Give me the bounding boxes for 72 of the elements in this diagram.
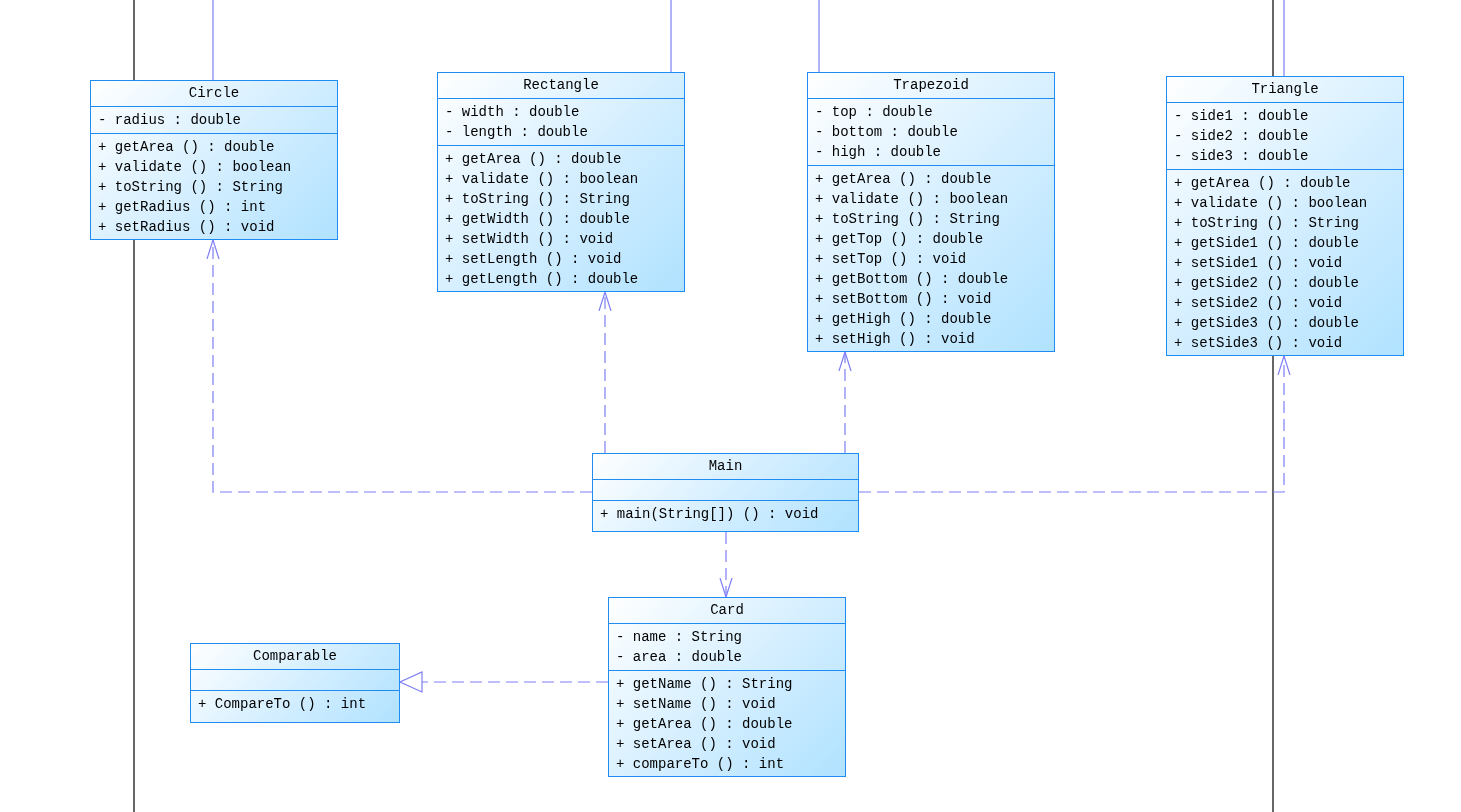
method-text: + setHigh () : void (814, 330, 976, 349)
method-text: + setBottom () : void (814, 290, 993, 309)
class-name: Main (593, 454, 858, 480)
method-text: + toString () : String (97, 178, 284, 197)
method-text: + setSide2 () : void (1173, 294, 1344, 313)
method-text: + getRadius () : int (97, 198, 268, 217)
class-box (608, 597, 846, 777)
method-text: + CompareTo () : int (197, 695, 368, 714)
method-text: + setSide3 () : void (1173, 334, 1344, 353)
class-box (592, 453, 859, 532)
method-text: + validate () : boolean (814, 190, 1010, 209)
method-text: + setTop () : void (814, 250, 968, 269)
method-text: + validate () : boolean (97, 158, 293, 177)
attribute-text: - name : String (615, 628, 744, 647)
method-text: + getHigh () : double (814, 310, 993, 329)
class-box (1166, 76, 1404, 356)
class-box (807, 72, 1055, 352)
dependency-arrow (858, 355, 1291, 493)
method-text: + getName () : String (615, 675, 794, 694)
attribute-text: - bottom : double (814, 123, 959, 142)
method-text: + toString () : String (444, 190, 631, 209)
attribute-text: - radius : double (97, 111, 242, 130)
method-text: + validate () : boolean (444, 170, 640, 189)
realization-arrow (399, 671, 609, 693)
dependency-arrow (838, 351, 852, 454)
method-text: + getArea () : double (814, 170, 993, 189)
method-text: + setWidth () : void (444, 230, 615, 249)
attribute-text: - side3 : double (1173, 147, 1310, 166)
dependency-arrow (719, 531, 733, 598)
method-text: + main(String[]) () : void (599, 505, 820, 524)
class-name: Card (609, 598, 845, 624)
method-text: + setRadius () : void (97, 218, 276, 237)
method-text: + getSide3 () : double (1173, 314, 1360, 333)
class-name: Comparable (191, 644, 399, 670)
method-text: + validate () : boolean (1173, 194, 1369, 213)
method-text: + getSide2 () : double (1173, 274, 1360, 293)
connector-line (212, 0, 214, 81)
attribute-text: - high : double (814, 143, 943, 162)
method-text: + getLength () : double (444, 270, 640, 289)
method-text: + getWidth () : double (444, 210, 631, 229)
class-box (437, 72, 685, 292)
connector-line (670, 0, 672, 73)
method-text: + getBottom () : double (814, 270, 1010, 289)
attribute-text: - top : double (814, 103, 934, 122)
method-text: + setLength () : void (444, 250, 623, 269)
class-name: Circle (91, 81, 337, 107)
attribute-text: - area : double (615, 648, 744, 667)
method-text: + setName () : void (615, 695, 777, 714)
attribute-text: - side2 : double (1173, 127, 1310, 146)
method-text: + getTop () : double (814, 230, 985, 249)
method-text: + getArea () : double (615, 715, 794, 734)
class-box (90, 80, 338, 240)
dependency-arrow (598, 291, 612, 454)
class-box (190, 643, 400, 723)
dependency-arrow (206, 239, 593, 493)
class-name: Triangle (1167, 77, 1403, 103)
method-text: + compareTo () : int (615, 755, 786, 774)
class-name: Rectangle (438, 73, 684, 99)
connector-line (818, 0, 820, 73)
method-text: + getArea () : double (444, 150, 623, 169)
method-text: + getArea () : double (1173, 174, 1352, 193)
method-text: + getArea () : double (97, 138, 276, 157)
method-text: + setSide1 () : void (1173, 254, 1344, 273)
attribute-text: - side1 : double (1173, 107, 1310, 126)
method-text: + getSide1 () : double (1173, 234, 1360, 253)
attribute-text: - width : double (444, 103, 581, 122)
method-text: + setArea () : void (615, 735, 777, 754)
method-text: + toString () : String (814, 210, 1001, 229)
method-text: + toString () : String (1173, 214, 1360, 233)
class-name: Trapezoid (808, 73, 1054, 99)
connector-line (1283, 0, 1285, 77)
attribute-text: - length : double (444, 123, 589, 142)
